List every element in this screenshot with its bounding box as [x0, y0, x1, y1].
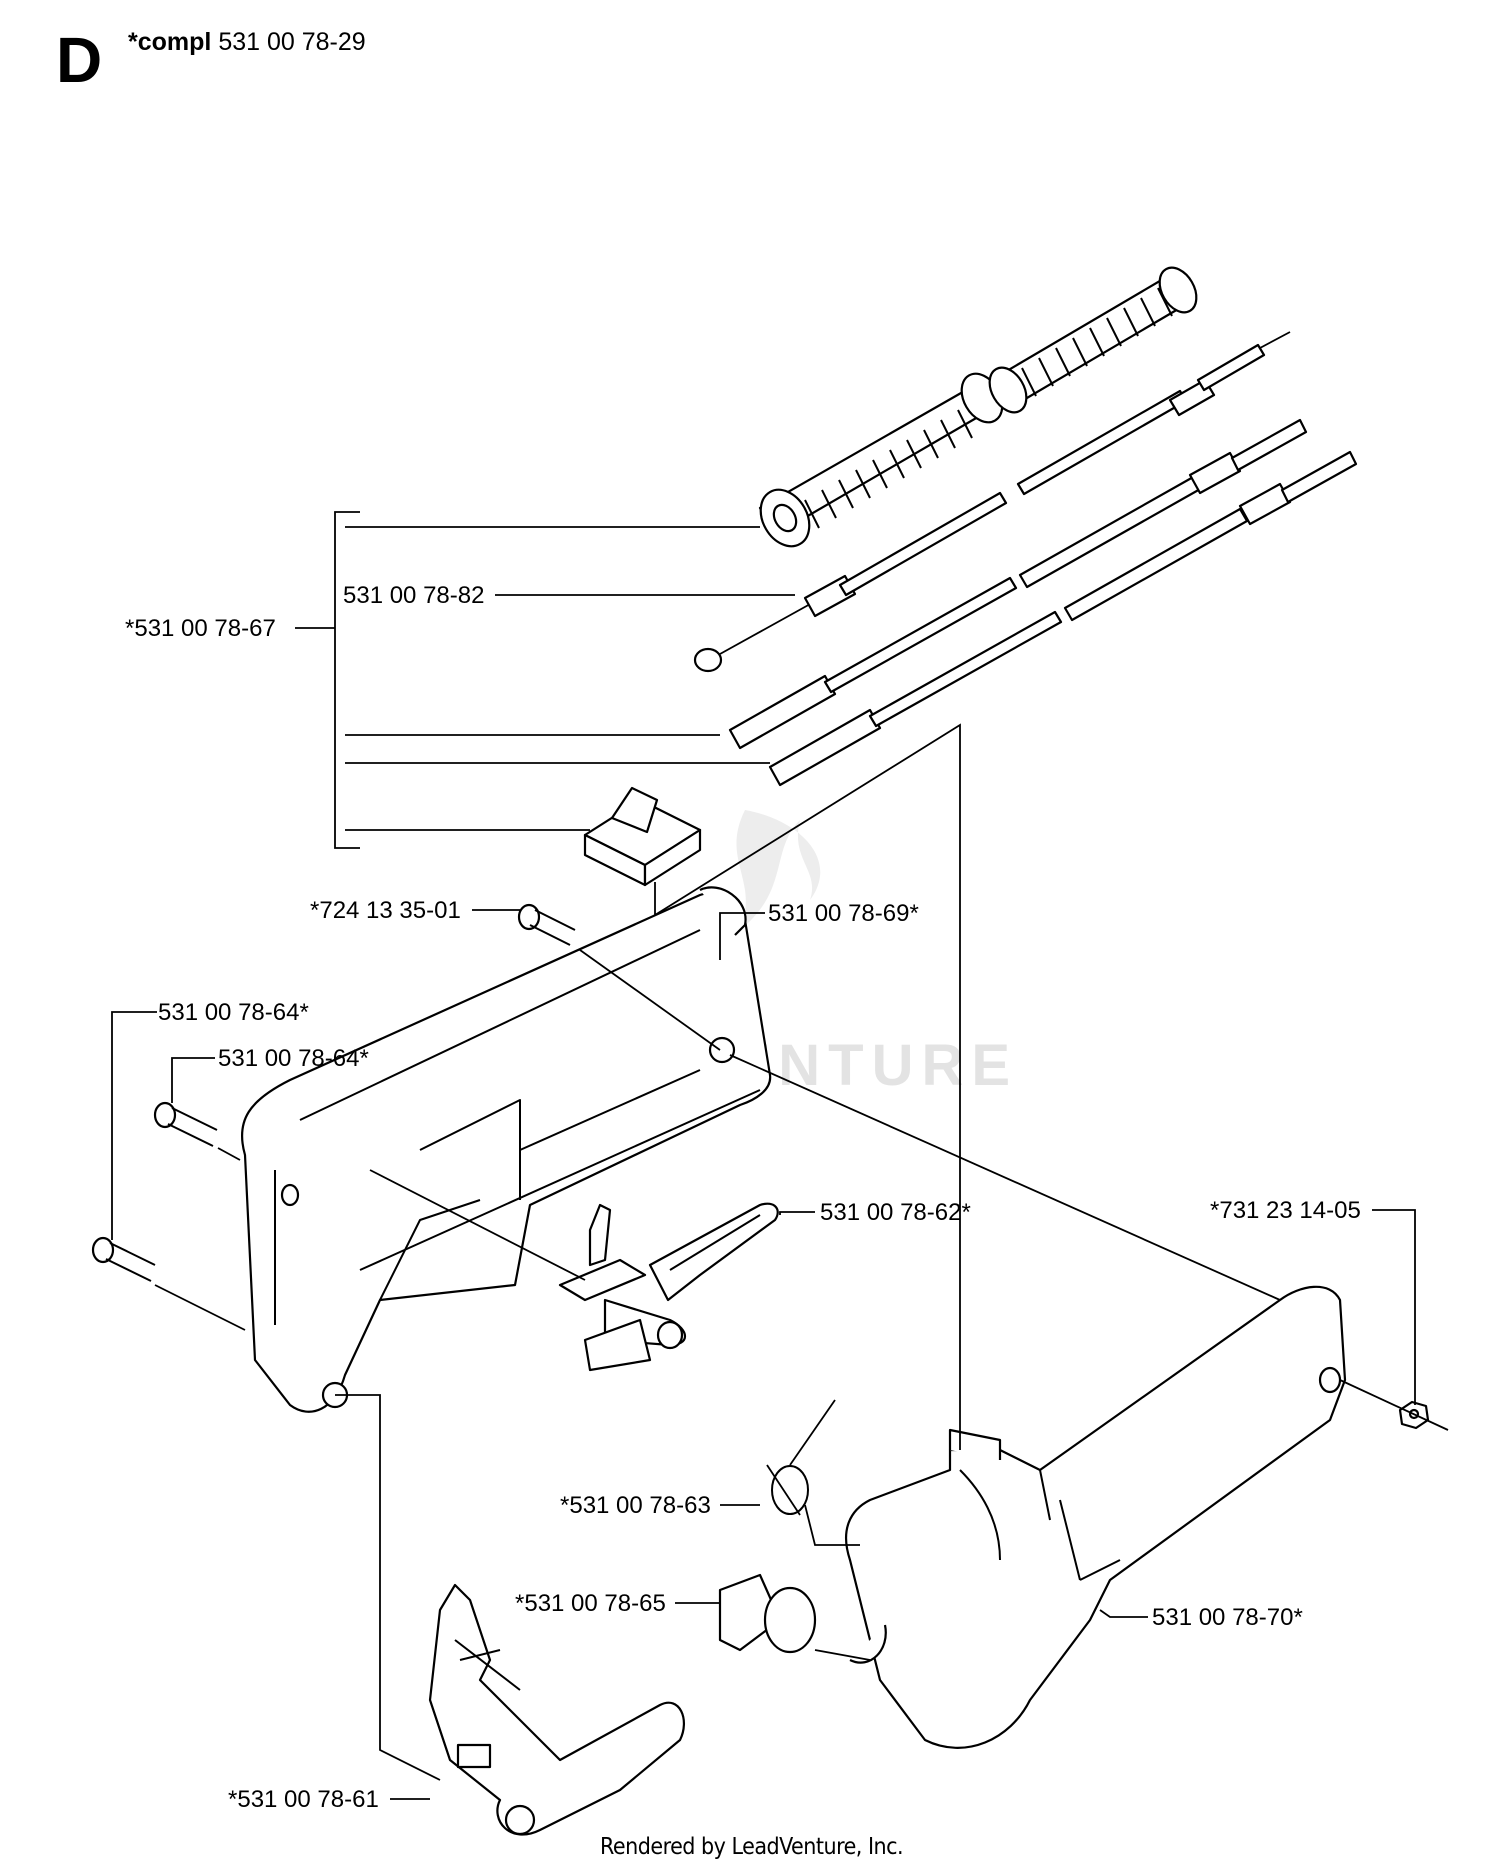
label-531-00-78-62: 531 00 78-62*	[820, 1199, 971, 1226]
kit-number: 531 00 78-29	[218, 28, 366, 56]
label-531-00-78-61: *531 00 78-61	[228, 1786, 379, 1813]
leader-lines	[111, 511, 1449, 1800]
label-531-00-78-64-b: 531 00 78-64*	[218, 1045, 369, 1072]
stop-cable-upper	[728, 418, 1308, 750]
section-letter: D	[56, 24, 103, 96]
spiral-grip-right	[988, 266, 1198, 414]
handle-housing-left	[240, 886, 772, 1413]
kit-heading: *compl 531 00 78-29	[128, 30, 366, 55]
handle-bracket	[428, 1583, 685, 1836]
stop-switch	[583, 786, 702, 887]
label-531-00-78-63: *531 00 78-63	[560, 1492, 711, 1519]
screw-64b	[153, 1101, 218, 1147]
spiral-grip-left	[758, 372, 1004, 548]
stop-cable-lower	[768, 450, 1358, 787]
label-531-00-78-82: 531 00 78-82	[343, 582, 484, 609]
label-724-13-35-01: *724 13 35-01	[310, 897, 461, 924]
throttle-cable	[693, 331, 1291, 673]
screw-72413	[517, 903, 576, 946]
o-ring	[771, 1465, 809, 1515]
label-531-00-78-67: *531 00 78-67	[125, 615, 276, 642]
label-531-00-78-70: 531 00 78-70*	[1152, 1604, 1303, 1631]
label-731-23-14-05: *731 23 14-05	[1210, 1197, 1361, 1224]
label-531-00-78-65: *531 00 78-65	[515, 1590, 666, 1617]
screw-64a	[91, 1236, 156, 1282]
handle-housing-right	[845, 1285, 1347, 1749]
label-531-00-78-64-a: 531 00 78-64*	[158, 999, 309, 1026]
kit-prefix: *compl	[128, 28, 212, 56]
footer-credit: Rendered by LeadVenture, Inc.	[600, 1834, 904, 1860]
label-531-00-78-69: 531 00 78-69*	[768, 900, 919, 927]
throttle-lever	[558, 1202, 779, 1372]
lockout-button	[718, 1573, 817, 1654]
